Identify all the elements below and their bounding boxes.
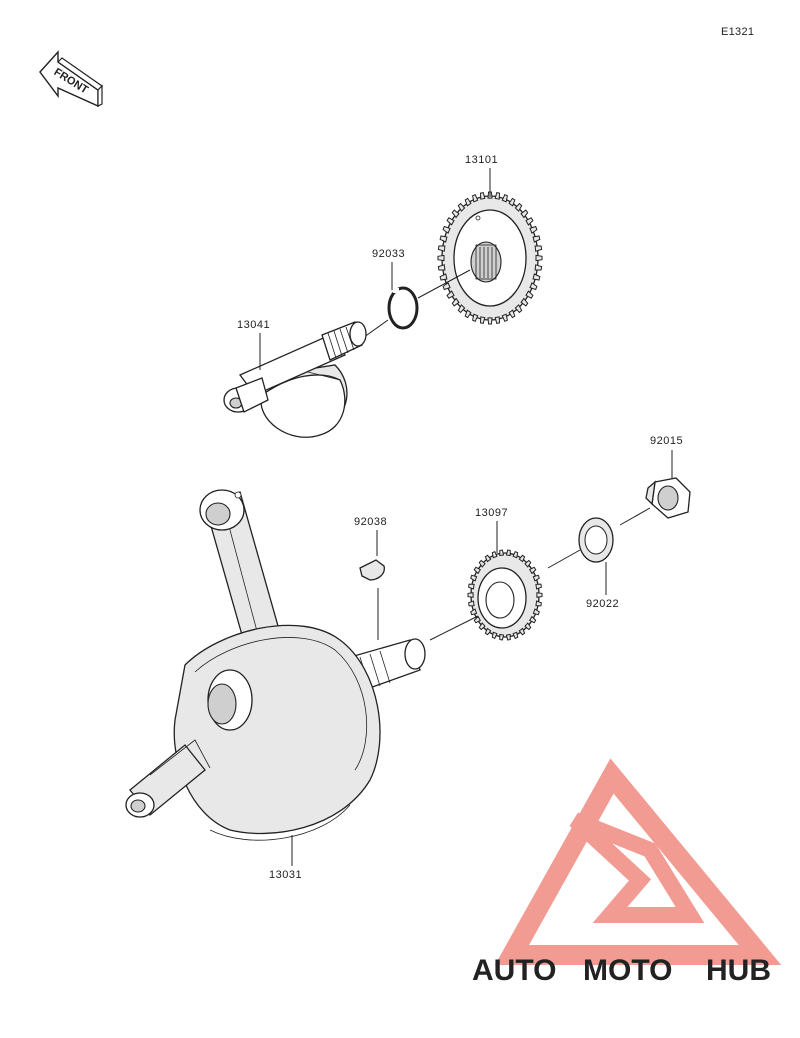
gear-tooth — [512, 551, 519, 559]
gear-tooth — [505, 549, 511, 557]
part-13031-crankshaft[interactable] — [125, 489, 426, 841]
gear-tooth — [484, 627, 492, 636]
part-92015-nut[interactable] — [645, 477, 691, 519]
gear-tooth — [491, 551, 498, 559]
gear-tooth — [524, 622, 532, 631]
gear-tooth — [457, 304, 466, 314]
gear-tooth — [470, 608, 478, 616]
gear-tooth — [472, 194, 479, 203]
gear-tooth — [442, 282, 451, 291]
gear-tooth — [505, 633, 511, 641]
gear-tooth — [532, 235, 541, 243]
part-92033-circlip[interactable] — [387, 286, 419, 330]
gear-tooth — [439, 235, 448, 243]
gear-tooth — [437, 264, 446, 271]
gear-tooth — [501, 194, 508, 203]
gear-tooth — [479, 316, 486, 324]
gear-tooth — [512, 631, 519, 639]
part-92022-washer[interactable] — [578, 517, 614, 563]
gear-tooth — [451, 297, 460, 307]
gear-tooth — [451, 209, 460, 219]
gear-tooth — [479, 192, 486, 200]
gear-tooth — [478, 622, 486, 631]
gear-tooth — [529, 225, 538, 234]
gear-tooth — [464, 309, 472, 319]
part-13097-gear[interactable] — [467, 549, 543, 641]
part-label-13031: 13031 — [269, 869, 302, 881]
gear-tooth — [442, 225, 451, 234]
gear-tooth — [472, 313, 479, 322]
gear-tooth — [514, 202, 523, 212]
reference-code: E1321 — [721, 26, 754, 38]
gear-tooth — [535, 583, 542, 590]
automotohub-watermark-logo — [494, 758, 782, 965]
gear-tooth — [532, 574, 540, 582]
watermark-word-moto: MOTO — [583, 954, 672, 987]
gear-tooth — [499, 549, 505, 557]
part-label-92015: 92015 — [650, 435, 683, 447]
gear-tooth — [439, 273, 448, 281]
gear-tooth — [508, 197, 516, 207]
front-arrow-icon: FRONT — [39, 50, 103, 108]
gear-tooth — [525, 290, 534, 299]
gear-tooth — [520, 297, 529, 307]
gear-tooth — [518, 627, 526, 636]
watermark-word-hub: HUB — [706, 954, 771, 987]
gear-tooth — [473, 566, 481, 575]
gear-tooth — [487, 317, 493, 325]
gear-tooth — [467, 592, 474, 598]
gear-tooth — [524, 559, 532, 568]
gear-tooth — [535, 254, 543, 262]
gear-tooth — [514, 304, 523, 314]
gear-tooth — [534, 245, 543, 252]
gear-tooth — [520, 209, 529, 219]
part-label-13097: 13097 — [475, 507, 508, 519]
gear-tooth — [473, 615, 481, 624]
gear-tooth — [508, 309, 516, 319]
gear-tooth — [534, 264, 543, 271]
gear-tooth — [470, 574, 478, 582]
gear-tooth — [464, 197, 472, 207]
watermark-word-auto: AUTO — [472, 954, 556, 987]
gear-tooth — [529, 566, 537, 575]
part-label-92038: 92038 — [354, 516, 387, 528]
part-13041-balancer-shaft[interactable] — [223, 321, 367, 438]
gear-tooth — [446, 290, 455, 299]
gear-tooth — [494, 316, 501, 324]
part-92038-key[interactable] — [359, 559, 385, 581]
gear-tooth — [437, 245, 446, 252]
gear-tooth — [468, 583, 475, 590]
gear-tooth — [529, 615, 537, 624]
part-label-13101: 13101 — [465, 154, 498, 166]
gear-tooth — [478, 559, 486, 568]
gear-tooth — [535, 600, 542, 607]
part-label-13041: 13041 — [237, 319, 270, 331]
gear-tooth — [437, 254, 445, 262]
part-label-92022: 92022 — [586, 598, 619, 610]
gear-tooth — [532, 608, 540, 616]
gear-tooth — [536, 592, 543, 598]
gear-tooth — [501, 313, 508, 322]
gear-tooth — [446, 217, 455, 226]
gear-tooth — [484, 554, 492, 563]
gear-tooth — [457, 202, 466, 212]
gear-tooth — [532, 273, 541, 281]
gear-tooth — [525, 217, 534, 226]
gear-tooth — [494, 192, 501, 200]
part-label-92033: 92033 — [372, 248, 405, 260]
gear-tooth — [499, 633, 505, 641]
gear-tooth — [491, 631, 498, 639]
part-13101-gear[interactable] — [437, 191, 543, 325]
gear-tooth — [468, 600, 475, 607]
gear-tooth — [518, 554, 526, 563]
gear-tooth — [529, 282, 538, 291]
